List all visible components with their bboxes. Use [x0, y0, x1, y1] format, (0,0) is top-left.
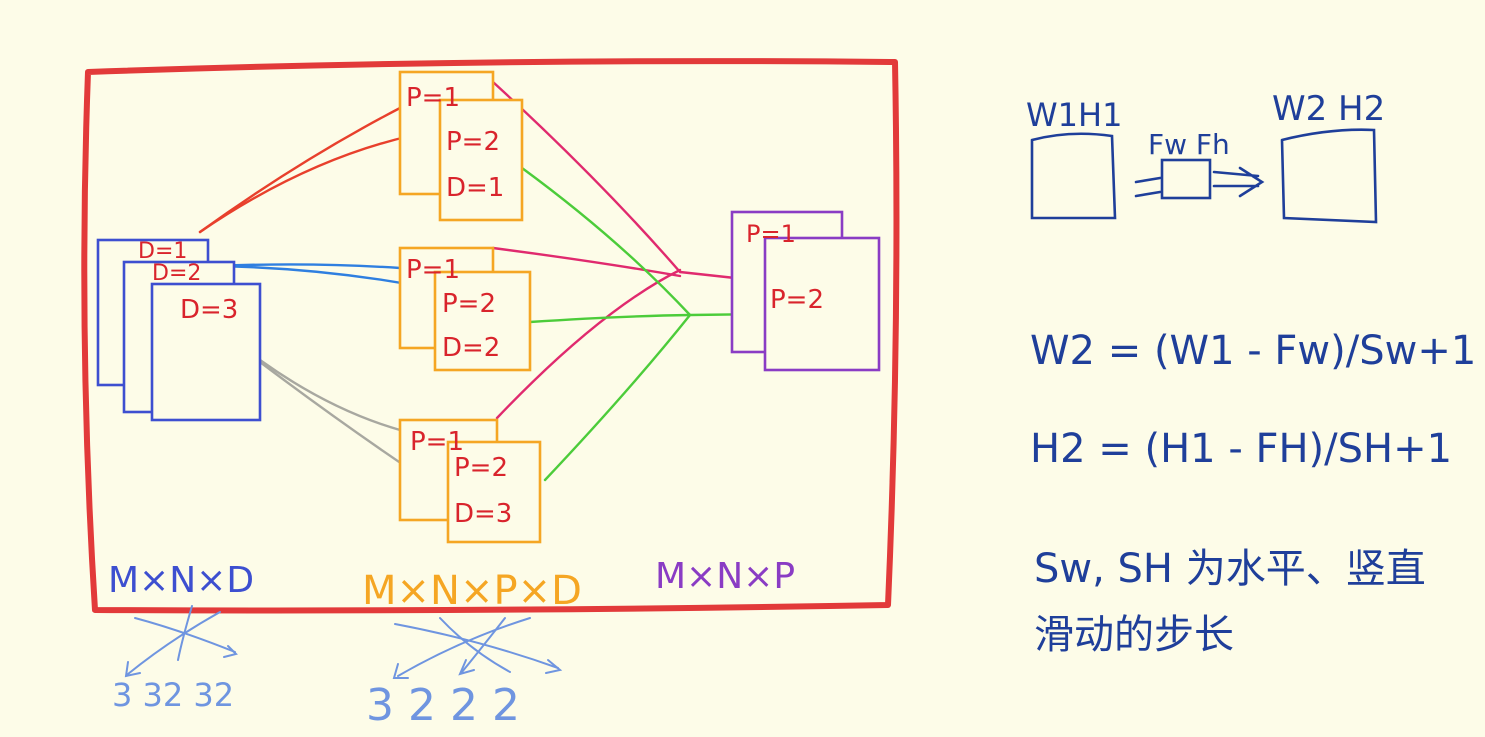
filter-size-label: Fw Fh	[1148, 128, 1230, 161]
stride-note-line1: Sw, SH 为水平、竖直	[1034, 546, 1426, 592]
equation-width: W2 = (W1 - Fw)/Sw+1	[1030, 328, 1476, 374]
filter-2-label-d: D=2	[442, 333, 500, 363]
out-size-label: W2 H2	[1272, 89, 1385, 129]
output-square	[1280, 128, 1378, 224]
equal-arrow-1	[1134, 176, 1162, 198]
input-layer-d3	[150, 282, 262, 422]
line-pink-4	[678, 270, 737, 280]
equation-height: H2 = (H1 - FH)/SH+1	[1030, 426, 1452, 472]
filter-group-2: P=1 P=2 D=2	[398, 246, 532, 372]
filter-1-label-d: D=1	[446, 173, 504, 203]
line-green-1	[520, 166, 692, 317]
equal-arrow-2	[1212, 166, 1265, 198]
filter-3-label-p2: P=2	[454, 453, 508, 483]
input-square	[1030, 132, 1117, 220]
input-label-d3: D=3	[180, 295, 238, 325]
line-green-2	[528, 313, 692, 324]
filter-2-label-p1: P=1	[406, 255, 460, 285]
filter-3-layer-p2	[446, 440, 542, 544]
line-pink-2	[491, 246, 682, 278]
stride-note-line2: 滑动的步长	[1034, 612, 1234, 658]
outer-frame	[81, 58, 900, 614]
connection-lines	[198, 80, 767, 497]
output-dims: M×N×P	[655, 556, 795, 597]
size-transform-sketch	[1030, 128, 1378, 224]
line-green-3	[543, 313, 692, 482]
filter-2-layer-p2	[433, 270, 532, 372]
filter-square	[1160, 158, 1212, 200]
filter-3-label-d: D=3	[454, 499, 512, 529]
filter-group-1: P=1 P=2 D=1	[398, 70, 524, 222]
bottom-arrows	[124, 605, 563, 679]
filter-3-label-p1: P=1	[410, 427, 464, 457]
input-shape-numbers: 3 32 32	[112, 676, 234, 714]
line-pink-3	[495, 268, 682, 420]
input-stack	[96, 238, 262, 422]
filter-dims: M×N×P×D	[362, 568, 582, 614]
in-size-label: W1H1	[1026, 96, 1122, 134]
filter-2-label-p2: P=2	[442, 289, 496, 319]
filter-1-layer-p2	[438, 98, 524, 222]
input-label-d1: D=1	[138, 239, 187, 264]
line-blue-1	[213, 263, 402, 270]
output-label-p2: P=2	[770, 285, 824, 315]
input-label-d2: D=2	[152, 261, 201, 286]
line-gray-1	[258, 358, 402, 432]
filter-1-label-p2: P=2	[446, 127, 500, 157]
filter-shape-numbers: 3 2 2 2	[366, 680, 520, 731]
filter-group-3: P=1 P=2 D=3	[398, 418, 542, 544]
output-stack: P=1 P=2	[730, 210, 881, 372]
input-dims: M×N×D	[108, 560, 254, 601]
output-layer-p2	[763, 236, 881, 372]
output-label-p1: P=1	[746, 220, 796, 248]
filter-1-label-p1: P=1	[406, 83, 460, 113]
